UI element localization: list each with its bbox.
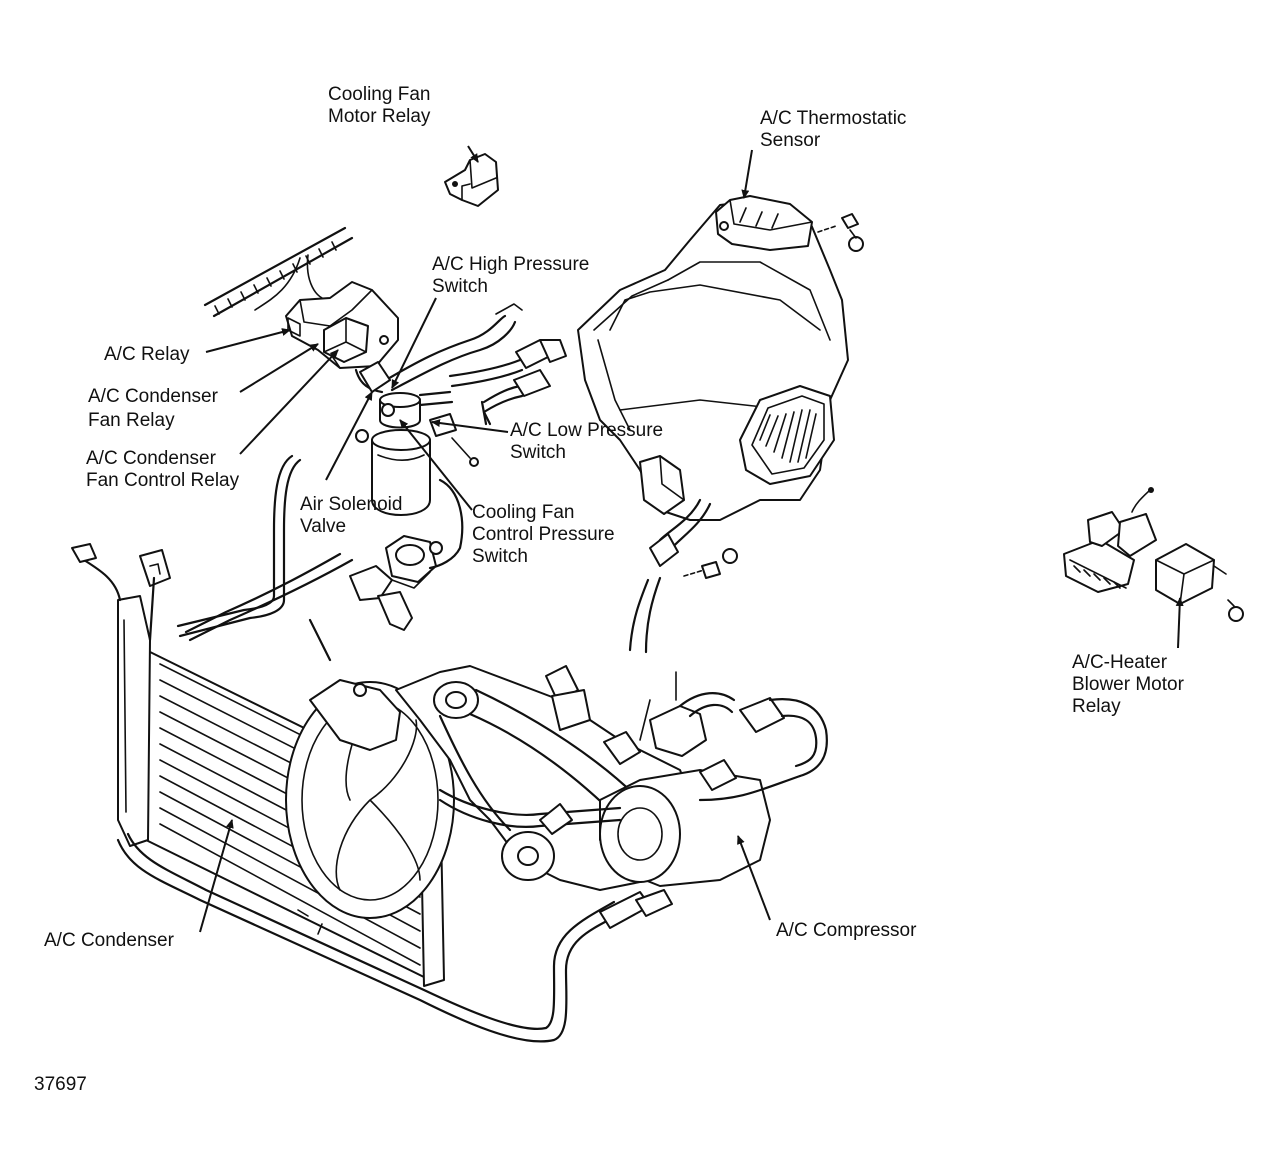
air-solenoid-valve-part	[349, 535, 443, 631]
relay-cluster	[285, 281, 399, 369]
engine-and-compressor-part	[395, 665, 828, 891]
label-line: Cooling Fan	[472, 502, 574, 523]
label-ac-compressor: A/C Compressor	[776, 920, 917, 941]
label-ac-relay: A/C Relay	[104, 344, 190, 365]
label-ac-condenser-fan-relay: A/C Condenser Fan Relay	[88, 386, 223, 431]
label-line: Switch	[432, 276, 488, 297]
cooling-fan-motor-relay-part	[444, 153, 499, 207]
label-line: Control Pressure	[472, 524, 615, 545]
label-air-solenoid-valve: Air Solenoid Valve	[300, 494, 408, 537]
blower-motor-relay-part	[1063, 487, 1244, 622]
label-line: Motor Relay	[328, 106, 431, 127]
relay-mounting-bracket	[203, 226, 354, 318]
label-line: Switch	[510, 442, 566, 463]
suction-line	[448, 339, 567, 426]
label-line: Fan Control Relay	[86, 470, 240, 491]
label-ac-thermostatic-sensor: A/C Thermostatic Sensor	[760, 108, 912, 151]
label-line: Air Solenoid	[300, 494, 402, 515]
label-line: A/C Compressor	[776, 920, 917, 941]
label-cooling-fan-motor-relay: Cooling Fan Motor Relay	[328, 84, 436, 127]
refrigerant-lines	[176, 454, 464, 662]
figure-number: 37697	[34, 1074, 87, 1095]
label-line: Relay	[1072, 696, 1121, 717]
label-line: Switch	[472, 546, 528, 567]
evaporator-case	[577, 195, 864, 654]
label-ac-heater-blower-motor-relay: A/C-Heater Blower Motor Relay	[1072, 652, 1189, 717]
label-line: Fan Relay	[88, 410, 175, 431]
accumulator-and-switches	[354, 303, 523, 516]
label-line: Cooling Fan	[328, 84, 430, 105]
label-line: A/C Condenser	[86, 448, 217, 469]
label-line: A/C Condenser	[44, 930, 175, 951]
label-line: Blower Motor	[1072, 674, 1185, 695]
cooling-fan-part	[285, 679, 455, 919]
label-ac-high-pressure-switch: A/C High Pressure Switch	[432, 254, 595, 297]
label-ac-condenser-fan-control-relay: A/C Condenser Fan Control Relay	[86, 448, 240, 491]
label-cooling-fan-control-pressure-switch: Cooling Fan Control Pressure Switch	[472, 502, 620, 567]
label-line: A/C Low Pressure	[510, 420, 663, 441]
label-line: A/C-Heater	[1072, 652, 1168, 673]
label-line: A/C Thermostatic	[760, 108, 906, 129]
label-line: A/C High Pressure	[432, 254, 589, 275]
leader-lines	[199, 145, 1184, 933]
label-line: Sensor	[760, 130, 821, 151]
label-line: A/C Condenser	[88, 386, 219, 407]
label-ac-condenser: A/C Condenser	[44, 930, 175, 951]
label-line: Valve	[300, 516, 346, 537]
label-ac-low-pressure-switch: A/C Low Pressure Switch	[510, 420, 668, 463]
label-line: A/C Relay	[104, 344, 190, 365]
